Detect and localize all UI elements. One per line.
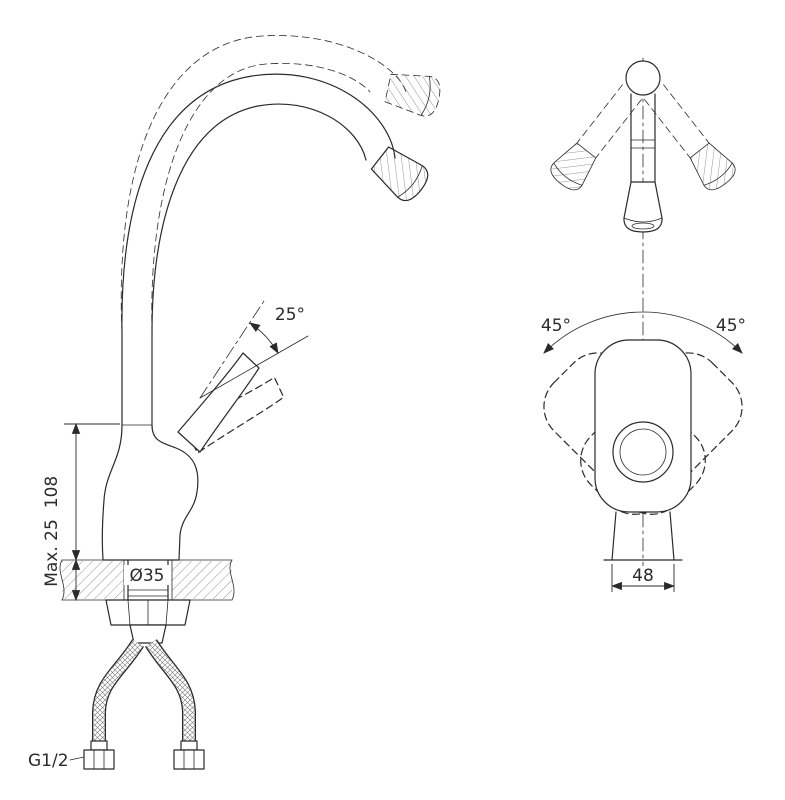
handle-side-solid: [177, 352, 260, 453]
body-front: [603, 511, 683, 561]
hose-nut-left: [83, 740, 115, 770]
break-line-right: [229, 559, 235, 601]
thread-size-label: G1/2: [28, 751, 85, 771]
dimension-label-max25: Max. 25: [42, 519, 62, 587]
swivel-joint-circle: [625, 60, 661, 96]
dimension-48: 48: [610, 564, 676, 592]
svg-text:G1/2: G1/2: [28, 751, 69, 771]
hole-diameter-label: Ø35: [124, 565, 171, 586]
swivel-label-right: 45°: [716, 316, 746, 336]
swivel-label-left: 45°: [541, 316, 571, 336]
countertop-hatch-right: [172, 561, 232, 599]
dimension-label-48: 48: [632, 566, 654, 586]
countertop-hatch-left: [62, 561, 124, 599]
spout-arc-solid: [121, 73, 429, 334]
angle-label-25: 25°: [275, 305, 305, 325]
faucet-body: [101, 424, 199, 561]
hose-nut-right: [173, 740, 205, 770]
spout-head-solid: [370, 146, 429, 202]
spout-front-center: [623, 93, 663, 233]
countertop-section: [59, 559, 235, 601]
dimension-108: 108: [42, 422, 120, 562]
supply-hoses: [83, 639, 205, 770]
side-view: 25° Ø35: [28, 35, 441, 771]
spout-arc-alt: [120, 35, 441, 334]
spout-front-right: [644, 84, 736, 191]
break-line-left: [59, 559, 65, 601]
spout-front-left: [550, 84, 642, 191]
dimension-max25: Max. 25: [42, 519, 81, 602]
mounting-nut: [105, 599, 191, 644]
hose-left: [92, 639, 144, 741]
spout-head-alt: [384, 73, 441, 117]
handle-front: [594, 339, 692, 513]
svg-text:Ø35: Ø35: [129, 566, 164, 586]
front-view: 45° 45° 48: [541, 57, 746, 592]
handle-angle-annotation: 25°: [199, 297, 309, 399]
swivel-annotation: 45° 45°: [541, 311, 746, 354]
dimension-label-108: 108: [42, 476, 62, 508]
faucet-riser: [121, 332, 153, 426]
hose-right: [145, 639, 196, 741]
